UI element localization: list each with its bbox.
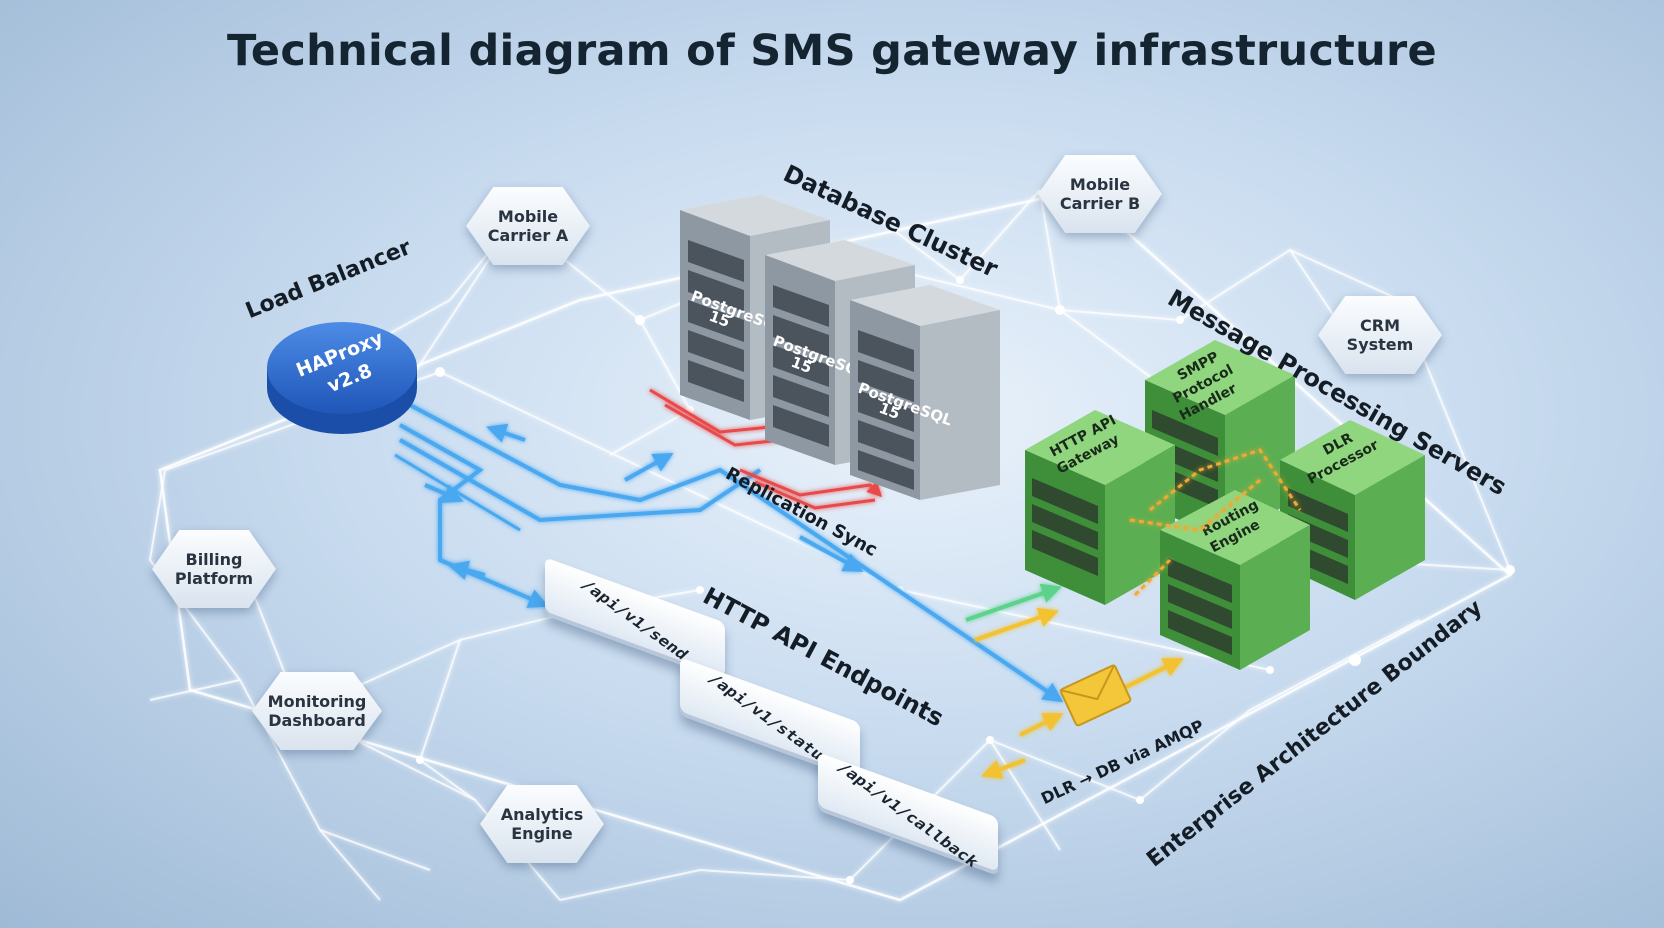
- http-gateway-server[interactable]: HTTP API Gateway: [1025, 410, 1175, 605]
- billing-platform-line2: Platform: [174, 569, 254, 588]
- mobile-carrier-b-line2: Carrier B: [1059, 194, 1141, 213]
- mobile-carrier-a-line2: Carrier A: [487, 226, 569, 245]
- routing-engine-server[interactable]: Routing Engine: [1160, 490, 1310, 670]
- crm-system-line1: CRM: [1360, 316, 1400, 335]
- mobile-carrier-b-line1: Mobile: [1069, 175, 1131, 194]
- mobile-carrier-a-line1: Mobile: [497, 207, 559, 226]
- internal-links: [1129, 448, 1302, 597]
- small-flow-arrows: [424, 423, 1184, 779]
- haproxy-node[interactable]: HAProxy v2.8: [267, 322, 417, 434]
- db-server-3[interactable]: PostgreSQL 15: [850, 285, 1000, 500]
- analytics-engine-line1: Analytics: [500, 805, 584, 824]
- billing-platform-line1: Billing: [185, 550, 243, 569]
- diagram-title: Technical diagram of SMS gateway infrast…: [227, 26, 1437, 76]
- analytics-engine-line2: Engine: [511, 824, 573, 843]
- envelope-icon: [1059, 664, 1132, 727]
- monitoring-dashboard-line2: Dashboard: [268, 711, 366, 730]
- crm-system-line2: System: [1346, 335, 1414, 354]
- haproxy-flows: [394, 403, 1064, 703]
- monitoring-dashboard-line1: Monitoring: [267, 692, 367, 711]
